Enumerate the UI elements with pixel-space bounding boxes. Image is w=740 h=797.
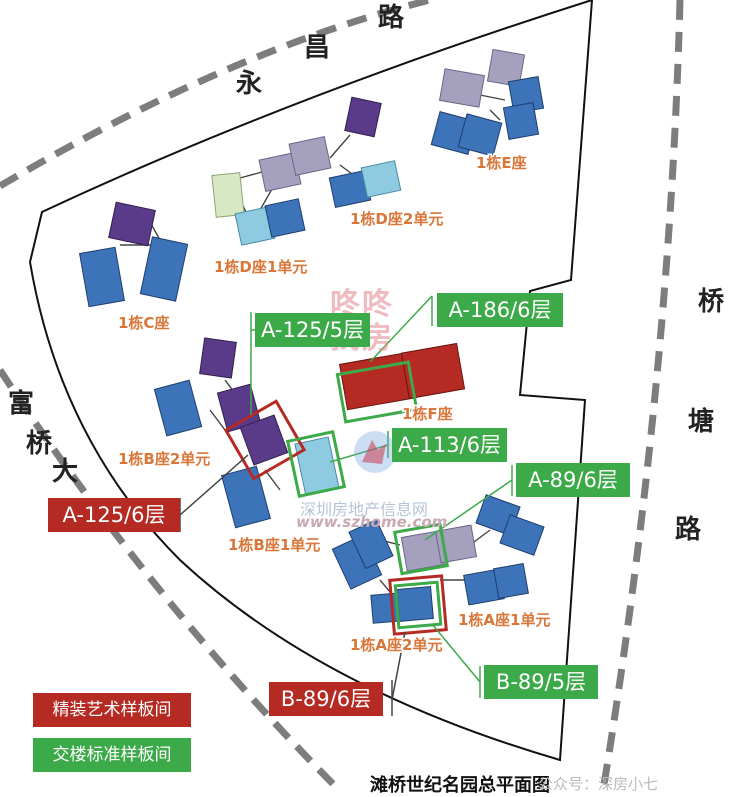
road-char: 富 [8,388,34,419]
road-char: 昌 [304,33,330,63]
building-e [430,48,545,157]
legend-item-red: 精装艺术样板间 [33,693,191,727]
tag-b89-6: B-89/6层 [269,682,383,716]
road-char: 桥 [26,429,53,459]
szhome-logo-icon [354,431,396,473]
tag-a186-6: A-186/6层 [437,293,563,327]
label-building-b2: 1栋B座2单元 [118,450,210,468]
building-c [79,201,189,308]
watermark-url: www.szhome.com [296,513,448,531]
label-building-b1: 1栋B座1单元 [228,536,320,554]
leader-lines [179,295,513,716]
label-building-e: 1栋E座 [476,154,527,172]
legend-label-green: 交楼标准样板间 [33,738,191,772]
label-building-f: 1栋F座 [402,405,453,423]
road-char: 大 [52,457,78,487]
building-a [331,494,545,636]
label-building-a1: 1栋A座1单元 [458,611,550,629]
tag-a89-6: A-89/6层 [516,463,630,497]
road-fuqiao-line [0,368,343,791]
tag-a125-5: A-125/5层 [255,313,370,347]
road-yongchang-line [0,0,431,190]
plan-title: 滩桥世纪名园总平面图 [370,775,550,796]
label-building-c: 1栋C座 [118,314,169,332]
building-f [335,342,466,424]
site-boundary [28,0,594,762]
road-char: 路 [675,514,702,545]
road-name-qiaotang: 桥 塘 路 [675,287,725,545]
label-building-a2: 1栋A座2单元 [350,636,442,654]
legend-item-green: 交楼标准样板间 [33,738,191,772]
road-char: 桥 [698,287,725,317]
road-char: 塘 [688,406,714,437]
label-building-d1: 1栋D座1单元 [214,258,307,276]
road-name-yongchang: 永 昌 路 [236,2,405,99]
road-char: 永 [236,69,262,99]
tag-a125-6: A-125/6层 [48,498,180,532]
road-qiaotang-line [599,0,684,791]
building-d [211,96,402,246]
legend-label-red: 精装艺术样板间 [33,693,191,727]
label-building-d2: 1栋D座2单元 [350,210,443,228]
watermark-site: 深圳房地产信息网 [300,500,429,519]
road-name-fuqiao: 富 桥 大 [8,388,78,487]
tag-b89-5: B-89/5层 [484,665,598,699]
tag-a113-6: A-113/6层 [392,428,507,462]
building-b [153,337,347,529]
wechat-credit: 公众号：深房小七 [538,775,659,793]
road-char: 路 [378,2,405,33]
